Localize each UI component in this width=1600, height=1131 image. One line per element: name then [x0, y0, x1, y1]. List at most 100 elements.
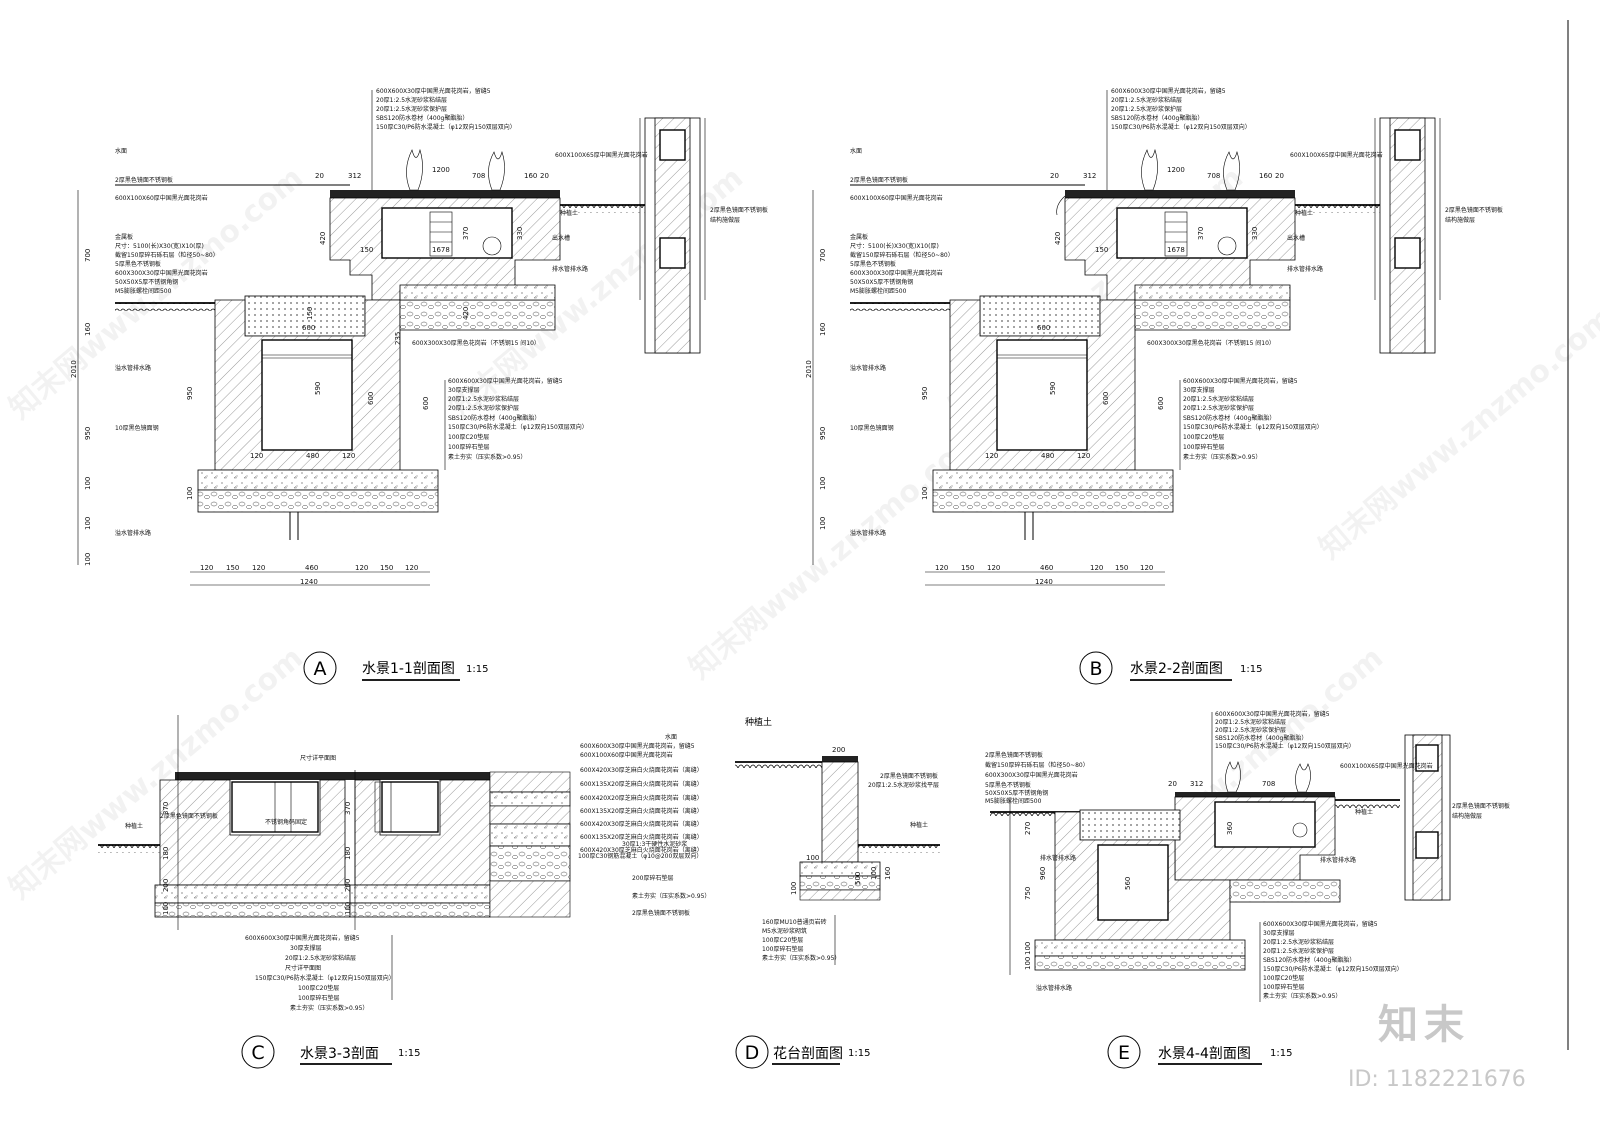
svg-text:2厚黑色镜面不锈钢板: 2厚黑色镜面不锈钢板: [850, 176, 908, 184]
svg-text:120: 120: [200, 564, 213, 572]
section-d-marker-circle: [735, 1035, 769, 1069]
svg-text:100厚碎石垫层: 100厚碎石垫层: [448, 443, 489, 451]
section-e-drawing: [990, 734, 1451, 971]
svg-text:480: 480: [1041, 452, 1054, 460]
svg-text:120: 120: [1140, 564, 1153, 572]
svg-text:50X50X5厚不锈钢角钢: 50X50X5厚不锈钢角钢: [985, 789, 1048, 797]
svg-text:100厚C20垫层: 100厚C20垫层: [1183, 433, 1224, 441]
svg-text:20厚1:2.5水泥砂浆保护层: 20厚1:2.5水泥砂浆保护层: [1111, 105, 1182, 113]
svg-text:100: 100: [921, 487, 929, 500]
svg-text:100厚碎石垫层: 100厚碎石垫层: [1263, 983, 1304, 991]
svg-text:600X100X65厚中国黑光面花岗岩: 600X100X65厚中国黑光面花岗岩: [555, 151, 648, 159]
svg-text:30厚支撑层: 30厚支撑层: [290, 944, 322, 952]
svg-text:420: 420: [1054, 232, 1062, 245]
svg-text:100厚C20垫层: 100厚C20垫层: [448, 433, 489, 441]
svg-text:150: 150: [380, 564, 393, 572]
svg-text:M5水泥砂浆砌筑: M5水泥砂浆砌筑: [762, 927, 807, 935]
svg-text:600X600X30厚中国黑光面花岗岩，留缝5: 600X600X30厚中国黑光面花岗岩，留缝5: [1263, 920, 1378, 928]
svg-text:20厚1:2.5水泥砂浆粘结层: 20厚1:2.5水泥砂浆粘结层: [285, 954, 356, 962]
svg-text:溢水管排水路: 溢水管排水路: [115, 364, 151, 372]
svg-text:素土夯实（压实系数>0.95）: 素土夯实（压实系数>0.95）: [290, 1004, 368, 1012]
section-a-dimensions: 700 160 2010 950 100 100 100 950 100 420…: [70, 166, 549, 586]
svg-text:2厚黑色镜面不锈钢板: 2厚黑色镜面不锈钢板: [880, 772, 938, 780]
section-b-annotations: 600X600X30厚中国黑光面花岗岩，留缝5 20厚1:2.5水泥砂浆粘结层 …: [850, 87, 1503, 537]
svg-text:1678: 1678: [432, 246, 450, 254]
svg-text:600X600X30厚中国黑光面花岗岩，留缝5: 600X600X30厚中国黑光面花岗岩，留缝5: [1183, 377, 1298, 385]
svg-text:120: 120: [985, 452, 998, 460]
svg-text:180: 180: [344, 847, 352, 860]
svg-text:排水管排水路: 排水管排水路: [1287, 265, 1323, 273]
section-e-annotations: 600X600X30厚中国黑光面花岗岩，留缝5 20厚1:2.5水泥砂浆粘结层 …: [985, 710, 1510, 1002]
section-a-scale: 1:15: [466, 664, 488, 675]
svg-text:950: 950: [84, 427, 92, 440]
svg-text:600X600X30厚中国黑光面花岗岩，留缝5: 600X600X30厚中国黑光面花岗岩，留缝5: [580, 742, 695, 750]
svg-text:100厚C20垫层: 100厚C20垫层: [298, 984, 339, 992]
svg-text:120: 120: [987, 564, 1000, 572]
svg-text:5厚黑色不锈钢板: 5厚黑色不锈钢板: [850, 260, 896, 268]
svg-text:150: 150: [226, 564, 239, 572]
svg-text:100: 100: [84, 517, 92, 530]
svg-text:尺寸：5100(长)X30(宽)X10(厚): 尺寸：5100(长)X30(宽)X10(厚): [115, 242, 204, 250]
svg-text:150: 150: [961, 564, 974, 572]
svg-text:尺寸详平面图: 尺寸详平面图: [285, 964, 321, 972]
svg-text:20厚1:2.5水泥砂浆找平层: 20厚1:2.5水泥砂浆找平层: [868, 781, 939, 789]
svg-text:截留150厚碎石砾石层（粒径50~80）: 截留150厚碎石砾石层（粒径50~80）: [850, 251, 954, 259]
svg-text:950: 950: [921, 387, 929, 400]
svg-text:溢水管排水路: 溢水管排水路: [1036, 984, 1072, 992]
section-b-scale: 1:15: [1240, 664, 1262, 675]
svg-text:150厚C30/P6防水混凝土（φ12双向150双层双向）: 150厚C30/P6防水混凝土（φ12双向150双层双向）: [1183, 423, 1323, 431]
svg-text:370: 370: [1197, 227, 1205, 240]
svg-text:150厚C30/P6防水混凝土（φ12双向150双层双向）: 150厚C30/P6防水混凝土（φ12双向150双层双向）: [376, 123, 516, 131]
svg-text:20厚1:2.5水泥砂浆保护层: 20厚1:2.5水泥砂浆保护层: [1183, 404, 1254, 412]
svg-text:2010: 2010: [805, 360, 813, 378]
svg-text:160: 160: [1259, 172, 1272, 180]
svg-text:20厚1:2.5水泥砂浆粘结层: 20厚1:2.5水泥砂浆粘结层: [1111, 96, 1182, 104]
svg-text:100厚碎石垫层: 100厚碎石垫层: [1183, 443, 1224, 451]
svg-text:20: 20: [1168, 780, 1177, 788]
svg-text:312: 312: [1190, 780, 1203, 788]
section-e-title-text: 水景4-4剖面图: [1158, 1046, 1251, 1062]
svg-text:30厚1:3干硬性水泥砂浆: 30厚1:3干硬性水泥砂浆: [622, 840, 687, 848]
svg-text:370: 370: [162, 802, 170, 815]
svg-text:排水管排水路: 排水管排水路: [1040, 854, 1076, 862]
svg-text:600X600X30厚中国黑光面花岗岩，留缝5: 600X600X30厚中国黑光面花岗岩，留缝5: [376, 87, 491, 95]
svg-text:结构施做层: 结构施做层: [1452, 812, 1482, 820]
svg-text:500: 500: [854, 872, 862, 885]
svg-text:950: 950: [186, 387, 194, 400]
svg-text:160: 160: [819, 323, 827, 336]
section-b-dimensions: 700 160 2010 950 100 100 950 100 420 590…: [805, 166, 1284, 586]
svg-text:素土夯实（压实系数>0.95）: 素土夯实（压实系数>0.95）: [1183, 453, 1261, 461]
svg-text:100: 100: [819, 477, 827, 490]
svg-text:SBS120防水卷材（400g聚酯胎）: SBS120防水卷材（400g聚酯胎）: [1111, 114, 1203, 122]
section-d-dimensions: 200 100 100 100 500 160: [790, 746, 892, 895]
svg-text:600: 600: [1157, 397, 1165, 410]
svg-text:100: 100: [819, 517, 827, 530]
watermark: 知末网www.znzmo.com: [683, 420, 990, 686]
section-b-title-text: 水景2-2剖面图: [1130, 661, 1223, 677]
svg-text:200: 200: [344, 879, 352, 892]
svg-text:600: 600: [1102, 392, 1110, 405]
svg-text:600X600X30厚中国黑光面花岗岩，留缝5: 600X600X30厚中国黑光面花岗岩，留缝5: [1111, 87, 1226, 95]
svg-text:600X300X30厚黑色花岗岩（不锈钢15 间10）: 600X300X30厚黑色花岗岩（不锈钢15 间10）: [412, 339, 540, 347]
section-a-letter: A: [314, 658, 327, 680]
svg-text:150厚C30/P6防水混凝土（φ12双向150双层双向）: 150厚C30/P6防水混凝土（φ12双向150双层双向）: [1263, 965, 1403, 973]
svg-text:100厚C30钢筋混凝土（φ10@200双层双向）: 100厚C30钢筋混凝土（φ10@200双层双向）: [578, 852, 702, 860]
svg-text:100: 100: [1024, 942, 1032, 955]
svg-text:160: 160: [524, 172, 537, 180]
section-c-drawing: [98, 771, 571, 918]
section-b-title: B 水景2-2剖面图 1:15: [1079, 651, 1262, 685]
svg-text:150厚C30/P6防水混凝土（φ12双向150双层双向）: 150厚C30/P6防水混凝土（φ12双向150双层双向）: [255, 974, 395, 982]
svg-text:600X420X30厚芝麻白火烧面花岗岩（离缝）: 600X420X30厚芝麻白火烧面花岗岩（离缝）: [580, 766, 703, 774]
svg-text:100厚碎石垫层: 100厚碎石垫层: [762, 945, 803, 953]
svg-text:708: 708: [1262, 780, 1275, 788]
svg-text:20: 20: [315, 172, 324, 180]
svg-text:20厚1:2.5水泥砂浆粘结层: 20厚1:2.5水泥砂浆粘结层: [1215, 718, 1286, 726]
svg-text:种植土: 种植土: [560, 209, 578, 217]
svg-text:1200: 1200: [432, 166, 450, 174]
svg-text:2厚黑色镜面不锈钢板: 2厚黑色镜面不锈钢板: [632, 909, 690, 917]
svg-text:水面: 水面: [850, 147, 862, 155]
svg-text:水面: 水面: [665, 733, 677, 741]
svg-text:1240: 1240: [1035, 578, 1053, 586]
svg-text:600: 600: [302, 324, 315, 332]
svg-text:20厚1:2.5水泥砂浆保护层: 20厚1:2.5水泥砂浆保护层: [1215, 726, 1286, 734]
